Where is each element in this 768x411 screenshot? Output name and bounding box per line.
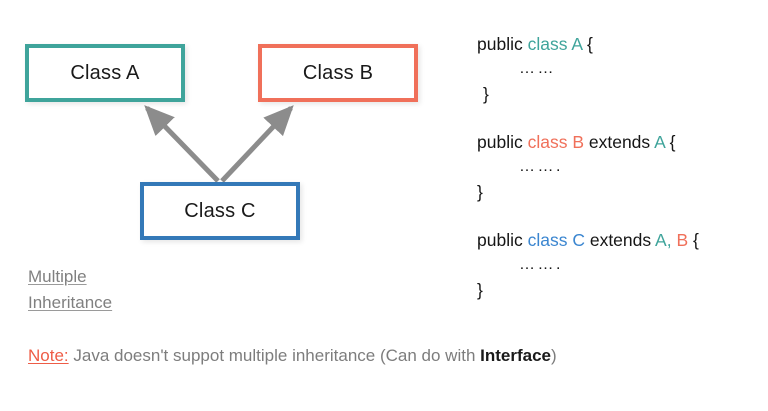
code-brace-close-a: } [483,84,489,104]
code-keyword-class-c: class C [527,230,585,250]
class-box-c-label: Class C [184,200,256,222]
code-brace-close-b: } [477,182,483,202]
code-block-class-c: public class C extends A, B { ……. } [477,230,757,307]
code-modifier-public-c: public [477,230,528,250]
code-brace-open-b: { [664,132,676,152]
arrow-c-to-b [220,105,294,183]
code-brace-open-c: { [688,230,699,250]
code-signature-class-a: public class A { [477,34,757,61]
code-parent-a-in-b: A [654,132,665,152]
class-box-a[interactable]: Class A [25,44,185,102]
code-modifier-public-b: public [477,132,528,152]
code-brace-open-a: { [582,34,593,54]
code-parent-b-in-c: B [676,230,689,250]
code-signature-class-c: public class C extends A, B { [477,230,757,257]
code-extends-keyword-c: extends [584,230,656,250]
code-keyword-class-a: class A [527,34,583,54]
code-modifier-public-a: public [477,34,528,54]
note-label: Note: [28,346,69,365]
class-box-b-label: Class B [302,62,374,84]
note-emphasis-interface: Interface [480,346,551,365]
code-keyword-class-b: class B [527,132,584,152]
code-body-ellipsis-a: …… [519,60,556,77]
code-extends-keyword-b: extends [584,132,655,152]
caption-line-1: Multiple [28,267,87,286]
code-body-ellipsis-c: ……. [519,256,563,273]
arrow-c-to-a [144,105,220,183]
code-parent-a-in-c: A, [655,230,672,250]
code-block-class-a: public class A { …… } [477,34,757,111]
multiple-inheritance-caption: Multiple Inheritance [28,264,178,317]
code-brace-close-c: } [477,280,483,300]
class-box-b[interactable]: Class B [258,44,418,102]
class-box-a-label: Class A [70,62,140,84]
code-block-class-b: public class B extends A { ……. } [477,132,757,209]
code-signature-class-b: public class B extends A { [477,132,757,159]
code-column: public class A { …… } public class B ext… [477,34,757,307]
note-text-before: Java doesn't suppot multiple inheritance… [68,346,481,365]
class-box-c[interactable]: Class C [140,182,300,240]
caption-line-2: Inheritance [28,293,113,313]
code-body-ellipsis-b: ……. [519,158,563,175]
note-line: Note: Java doesn't suppot multiple inher… [28,345,557,367]
note-text-after: ) [551,346,557,365]
